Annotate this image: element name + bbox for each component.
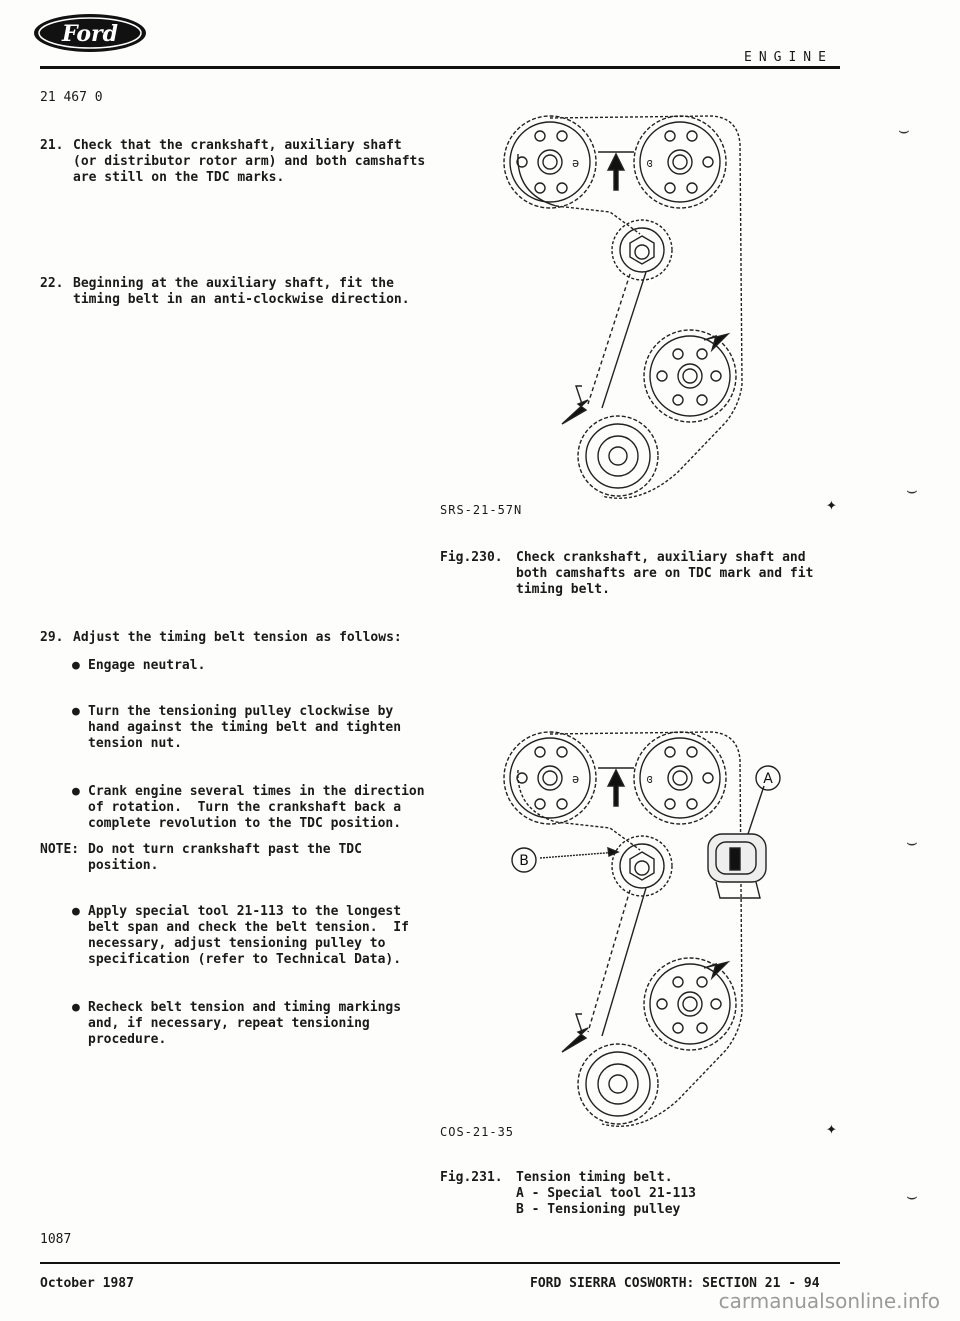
header-rule [40, 66, 840, 69]
step-number: 29. [40, 630, 64, 645]
scan-mark-icon: ⌣ [906, 1186, 918, 1207]
bullet-line: Crank engine several times in the direct… [88, 784, 425, 799]
step-line: Adjust the timing belt tension as follow… [73, 630, 402, 645]
bullet-icon: ● [72, 704, 80, 719]
bullet-line: Engage neutral. [88, 658, 206, 673]
bullet-line: procedure. [88, 1032, 167, 1047]
crosshair-mark-icon: ✦ [826, 1118, 837, 1139]
step-line: are still on the TDC marks. [73, 170, 285, 185]
watermark: carmanualsonline.info [718, 1289, 940, 1313]
bullet-line: specification (refer to Technical Data). [88, 952, 402, 967]
step-line: Check that the crankshaft, auxiliary sha… [73, 138, 402, 153]
caption-line: A - Special tool 21-113 [516, 1186, 697, 1201]
caption-line: timing belt. [516, 582, 610, 597]
bullet-icon: ● [72, 904, 80, 919]
bullet-icon: ● [72, 1000, 80, 1015]
step-number: 21. [40, 138, 64, 153]
svg-text:ə: ə [572, 156, 579, 170]
bullet-line: hand against the timing belt and tighten [88, 720, 402, 735]
scan-mark-icon: ⌣ [906, 480, 918, 501]
caption-number: Fig.230. [440, 550, 503, 565]
bullet-line: of rotation. Turn the crankshaft back a [88, 800, 402, 815]
page-number: 1087 [40, 1232, 72, 1247]
note-line: position. [88, 858, 159, 873]
bullet-line: and, if necessary, repeat tensioning [88, 1016, 370, 1031]
footer-rule [40, 1262, 840, 1264]
bullet-line: Recheck belt tension and timing markings [88, 1000, 402, 1015]
bullet-line: belt span and check the belt tension. If [88, 920, 409, 935]
bullet-line: tension nut. [88, 736, 182, 751]
bullet-line: necessary, adjust tensioning pulley to [88, 936, 386, 951]
bullet-icon: ● [72, 658, 80, 673]
caption-line: Tension timing belt. [516, 1170, 673, 1185]
figure-231-tensioning-diagram: ə ɞ A B [490, 722, 790, 1142]
bullet-line: complete revolution to the TDC position. [88, 816, 402, 831]
bullet-line: Turn the tensioning pulley clockwise by [88, 704, 394, 719]
figure-code: SRS-21-57N [440, 503, 523, 517]
crosshair-mark-icon: ✦ [826, 494, 837, 515]
section-title: ENGINE [744, 50, 833, 65]
step-line: timing belt in an anti-clockwise directi… [73, 292, 410, 307]
note-line: Do not turn crankshaft past the TDC [88, 842, 362, 857]
caption-line: Check crankshaft, auxiliary shaft and [516, 550, 806, 565]
bullet-icon: ● [72, 784, 80, 799]
footer-date: October 1987 [40, 1276, 134, 1291]
step-number: 22. [40, 276, 64, 291]
footer-section: FORD SIERRA COSWORTH: SECTION 21 - 94 [530, 1276, 820, 1291]
note-label: NOTE: [40, 842, 80, 857]
caption-line: B - Tensioning pulley [516, 1202, 681, 1217]
caption-line: both camshafts are on TDC mark and fit [516, 566, 814, 581]
caption-number: Fig.231. [440, 1170, 503, 1185]
svg-text:ə: ə [572, 772, 579, 786]
bullet-line: Apply special tool 21-113 to the longest [88, 904, 402, 919]
document-code: 21 467 0 [40, 90, 103, 105]
callout-a-label: A [763, 771, 773, 787]
ford-logo-text: Ford [61, 21, 118, 47]
step-line: Beginning at the auxiliary shaft, fit th… [73, 276, 394, 291]
callout-b-label: B [519, 853, 529, 869]
scan-mark-icon: ⌣ [898, 120, 910, 141]
svg-text:ɞ: ɞ [646, 772, 653, 786]
figure-code: COS-21-35 [440, 1125, 515, 1139]
step-line: (or distributor rotor arm) and both cams… [73, 154, 426, 169]
ford-logo: Ford [32, 12, 148, 54]
scan-mark-icon: ⌣ [906, 832, 918, 853]
svg-text:ɞ: ɞ [646, 156, 653, 170]
figure-230-timing-belt-diagram: ə ɞ [490, 104, 760, 514]
